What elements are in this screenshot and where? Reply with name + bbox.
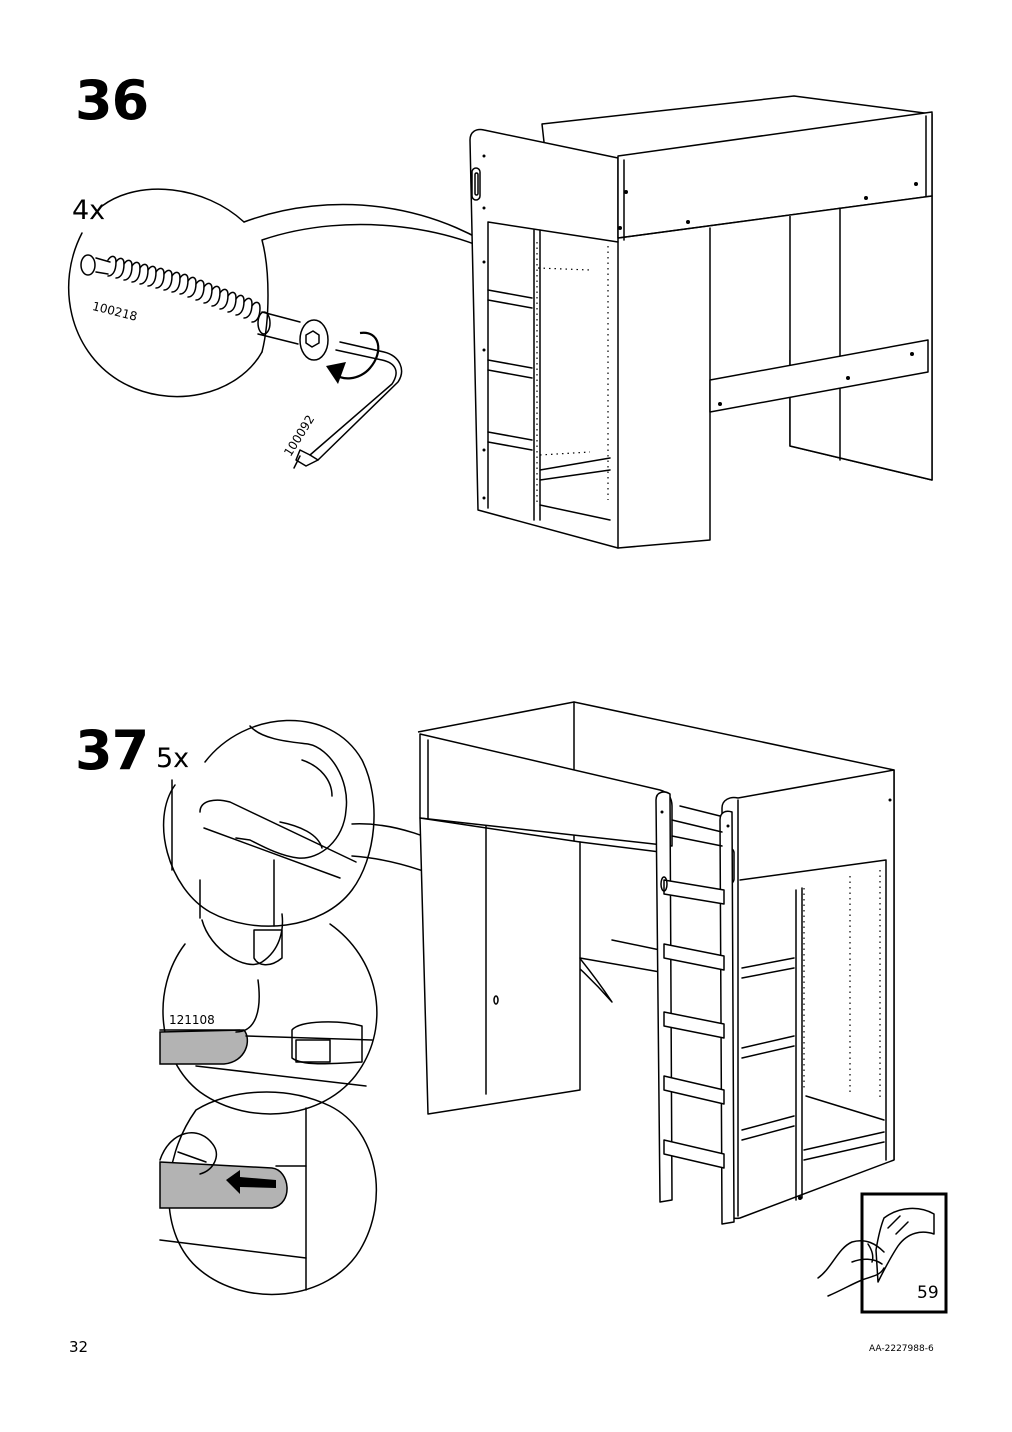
step-37-detail-circle-bottom — [159, 1091, 378, 1296]
step-37-part-cap: 121108 — [169, 1013, 215, 1027]
step-36-number: 36 — [75, 69, 149, 132]
turn-page-hand-icon — [817, 1192, 948, 1314]
screw-100218-icon — [80, 254, 329, 361]
step-36-detail-callout — [67, 188, 523, 398]
step-37-detail-circle-top — [162, 719, 375, 927]
step-36-quantity: 4x — [72, 195, 106, 226]
step-37-quantity: 5x — [156, 743, 190, 774]
page-number: 32 — [69, 1338, 89, 1356]
step-37-loft-bed-frame — [417, 701, 895, 1225]
document-code: AA-2227988-6 — [869, 1344, 934, 1354]
step-37-detail-circle-middle — [159, 913, 378, 1115]
hex-key-100092-icon — [293, 341, 403, 469]
rotate-clockwise-arrow-icon — [326, 331, 380, 384]
page-reference-number: 59 — [917, 1283, 939, 1303]
step-36-loft-bed-frame — [469, 95, 933, 549]
step-37-number: 37 — [75, 719, 149, 782]
push-arrow-icon — [226, 1170, 276, 1194]
